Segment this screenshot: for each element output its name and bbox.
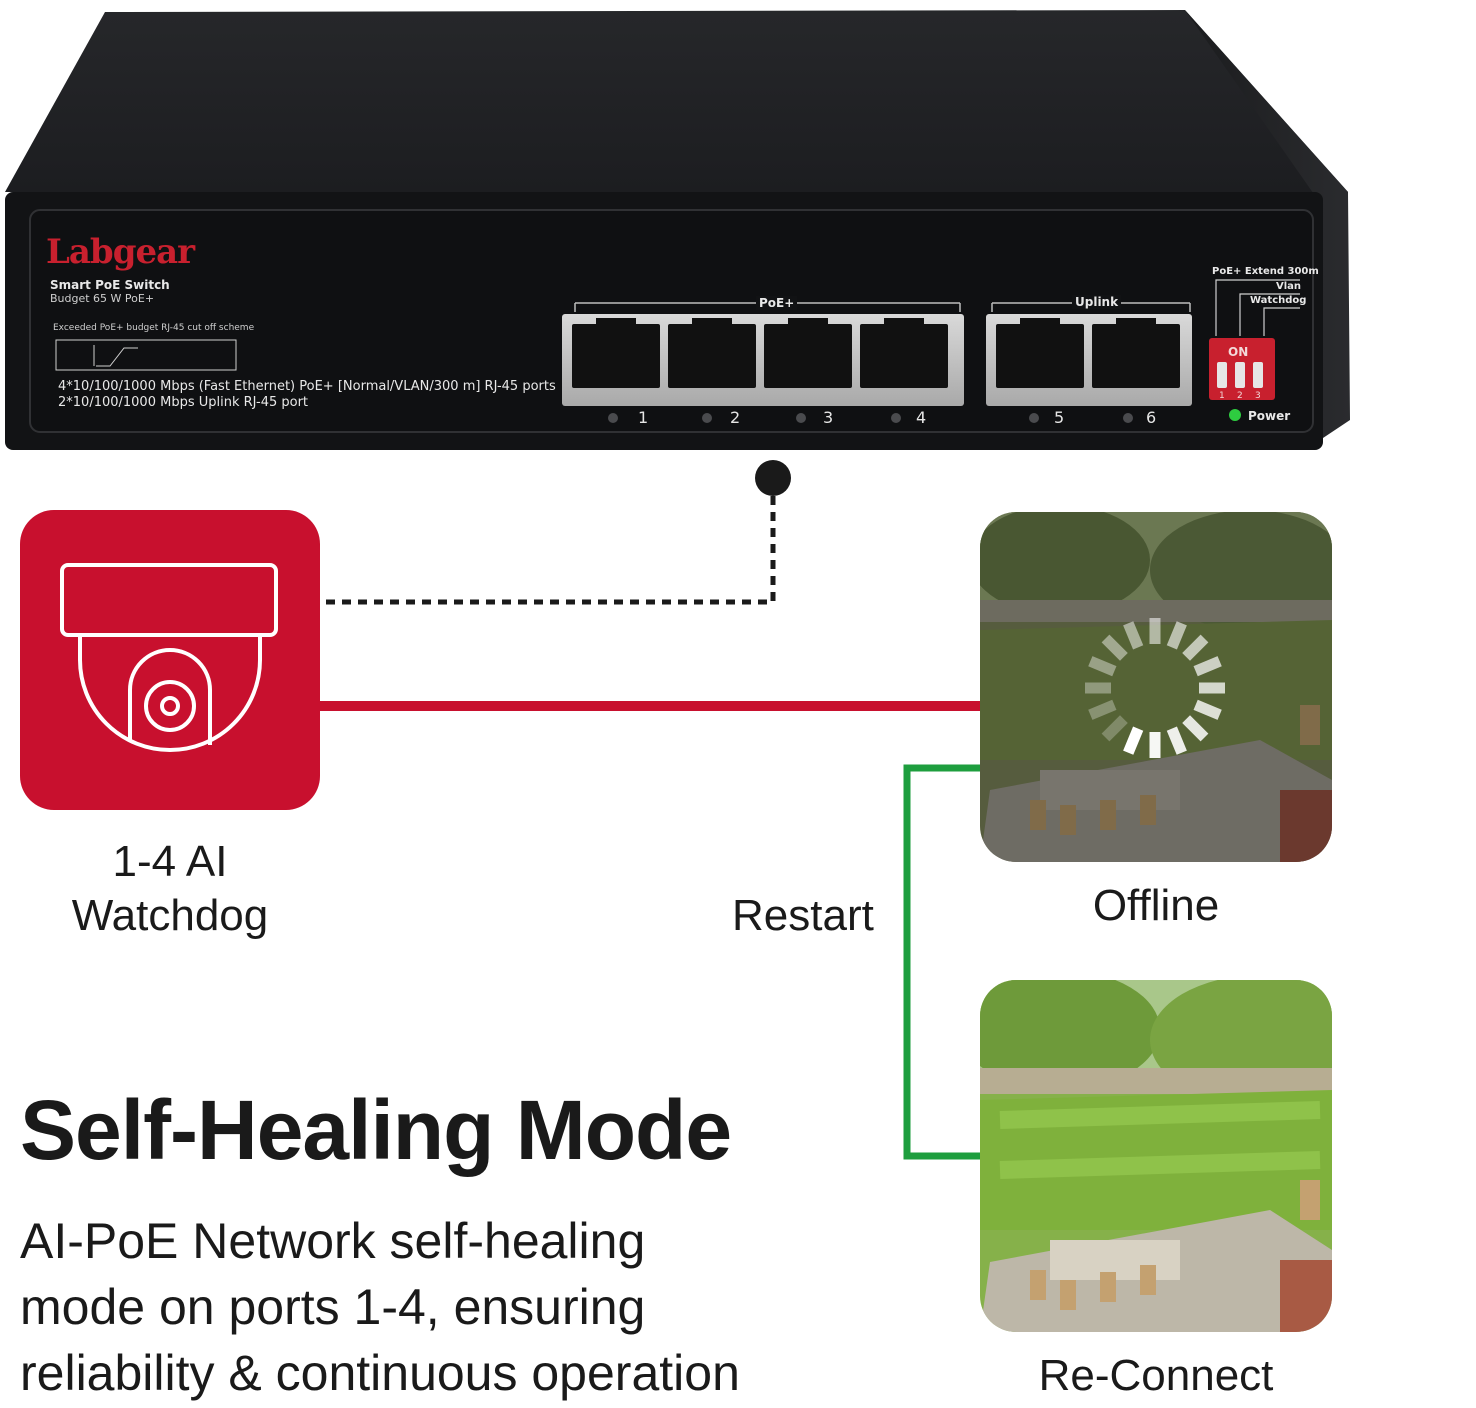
port-led-1 [608, 413, 618, 423]
connection-diagram [20, 460, 1332, 1332]
spinner-segment [1182, 634, 1209, 661]
rj45-port-2[interactable] [668, 324, 756, 388]
poe-budget: Budget 65 W PoE+ [50, 292, 155, 305]
model-name: Smart PoE Switch [50, 278, 170, 292]
dip-number-3: 3 [1255, 391, 1261, 401]
dip-on-label: ON [1228, 345, 1249, 359]
dip-label-extend: PoE+ Extend 300m [1212, 266, 1319, 277]
dip-label-watchdog: Watchdog [1250, 295, 1307, 306]
switch-top-surface [5, 10, 1348, 192]
spinner-segment [1182, 715, 1209, 742]
port-number-6: 6 [1146, 408, 1157, 427]
rj45-port-tab [788, 318, 828, 328]
spinner-segment [1088, 656, 1117, 677]
spec-line-poe: 4*10/100/1000 Mbps (Fast Ethernet) PoE+ … [58, 379, 556, 394]
cutoff-scheme-label: Exceeded PoE+ budget RJ-45 cut off schem… [53, 323, 255, 333]
rj45-port-1[interactable] [572, 324, 660, 388]
spinner-segment [1123, 621, 1144, 650]
rj45-port-5[interactable] [996, 324, 1084, 388]
poe-cutoff-scheme-graphic [55, 339, 237, 371]
power-label: Power [1248, 409, 1291, 423]
rj45-port-tab [1116, 318, 1156, 328]
dip-leader-lines [1215, 279, 1300, 336]
headline-desc-line3: reliability & continuous operation [20, 1345, 740, 1401]
port-number-4: 4 [916, 408, 927, 427]
rj45-port-tab [596, 318, 636, 328]
headline-desc-line1: AI-PoE Network self-healing [20, 1213, 646, 1269]
spinner-segment [1088, 699, 1117, 720]
loading-spinner-icon [1085, 618, 1225, 758]
port-number-3: 3 [823, 408, 834, 427]
dip-number-1: 1 [1219, 391, 1225, 401]
switch-right-side [1185, 10, 1350, 440]
power-led [1229, 409, 1241, 421]
port-number-2: 2 [730, 408, 741, 427]
headline-desc-line2: mode on ports 1-4, ensuring [20, 1279, 646, 1335]
spinner-segment [1193, 699, 1222, 720]
camera-tile [20, 510, 320, 810]
rj45-port-tab [884, 318, 924, 328]
data-link-dotted [322, 496, 776, 605]
rj45-port-3[interactable] [764, 324, 852, 388]
dip-number-2: 2 [1237, 391, 1243, 401]
rj45-port-tab [692, 318, 732, 328]
spinner-segment [1101, 715, 1128, 742]
reconnect-label: Re-Connect [1038, 1351, 1274, 1400]
port-led-5 [1029, 413, 1039, 423]
spinner-segment [1166, 726, 1187, 755]
spec-line-uplink: 2*10/100/1000 Mbps Uplink RJ-45 port [58, 395, 309, 410]
poe-group-label: PoE+ [756, 296, 798, 310]
brand-logo: Labgear [46, 232, 195, 272]
dome-camera-icon [60, 563, 278, 752]
spinner-segment [1193, 656, 1222, 677]
offline-camera-view [980, 512, 1332, 862]
port-number-5: 5 [1054, 408, 1065, 427]
port-led-6 [1123, 413, 1133, 423]
reconnected-camera-view [980, 980, 1332, 1332]
offline-label: Offline [1092, 881, 1220, 930]
port-led-3 [796, 413, 806, 423]
dip-label-vlan: Vlan [1276, 281, 1302, 292]
switch-port-dot [755, 460, 791, 496]
poe-switch-device: 1 2 3 [5, 10, 1350, 450]
uplink-group-label: Uplink [1072, 295, 1122, 309]
restart-link-green [903, 764, 982, 1160]
camera-label-line2: Watchdog [71, 891, 269, 940]
rj45-port-4[interactable] [860, 324, 948, 388]
restart-label: Restart [732, 891, 874, 940]
port-number-1: 1 [638, 408, 649, 427]
port-led-2 [702, 413, 712, 423]
spinner-segment [1101, 634, 1128, 661]
headline-title: Self-Healing Mode [20, 1083, 732, 1177]
spinner-segment [1123, 726, 1144, 755]
port-led-4 [891, 413, 901, 423]
dip-switch-toggles [1217, 362, 1263, 388]
camera-label-line1: 1-4 AI [112, 837, 228, 886]
rj45-port-6[interactable] [1092, 324, 1180, 388]
spinner-segment [1166, 621, 1187, 650]
rj45-port-tab [1020, 318, 1060, 328]
